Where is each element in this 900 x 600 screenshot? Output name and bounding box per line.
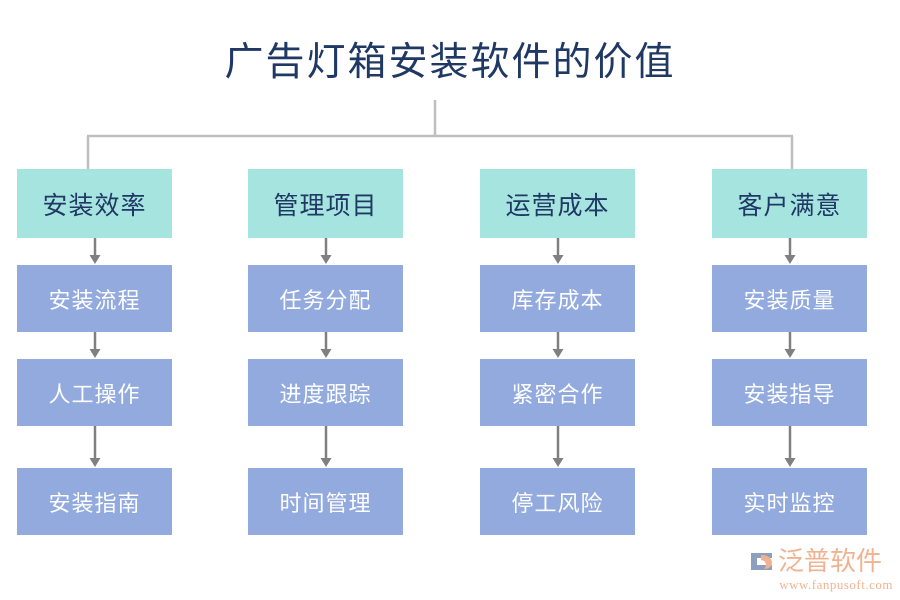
item-box[interactable]: 时间管理 xyxy=(248,468,403,535)
arrow-connector xyxy=(480,332,635,359)
item-box[interactable]: 停工风险 xyxy=(480,468,635,535)
arrow-connector xyxy=(480,426,635,468)
column-operating-cost: 运营成本 库存成本 紧密合作 停工风险 xyxy=(480,169,635,535)
arrow-connector xyxy=(17,426,172,468)
item-box[interactable]: 紧密合作 xyxy=(480,359,635,426)
arrow-connector xyxy=(17,332,172,359)
column-manage-project: 管理项目 任务分配 进度跟踪 时间管理 xyxy=(248,169,403,535)
item-box[interactable]: 安装流程 xyxy=(17,265,172,332)
item-box[interactable]: 实时监控 xyxy=(712,468,867,535)
column-header-box[interactable]: 客户满意 xyxy=(712,169,867,238)
item-box[interactable]: 进度跟踪 xyxy=(248,359,403,426)
column-install-efficiency: 安装效率 安装流程 人工操作 安装指南 xyxy=(17,169,172,535)
item-box[interactable]: 安装指南 xyxy=(17,468,172,535)
page-title: 广告灯箱安装软件的价值 xyxy=(224,41,676,84)
logo-row: 泛普软件 xyxy=(748,546,893,576)
item-box[interactable]: 库存成本 xyxy=(480,265,635,332)
column-header-box[interactable]: 管理项目 xyxy=(248,169,403,238)
column-header-box[interactable]: 运营成本 xyxy=(480,169,635,238)
logo-url: www.fanpusoft.com xyxy=(779,577,893,592)
column-customer-satisfaction: 客户满意 安装质量 安装指导 实时监控 xyxy=(712,169,867,535)
watermark-logo: 泛普软件 www.fanpusoft.com xyxy=(748,546,893,592)
arrow-connector xyxy=(480,238,635,265)
item-box[interactable]: 人工操作 xyxy=(17,359,172,426)
column-header-box[interactable]: 安装效率 xyxy=(17,169,172,238)
item-box[interactable]: 安装指导 xyxy=(712,359,867,426)
arrow-connector xyxy=(17,238,172,265)
item-box[interactable]: 任务分配 xyxy=(248,265,403,332)
arrow-connector xyxy=(248,426,403,468)
logo-wordmark: 泛普软件 xyxy=(778,546,883,576)
arrow-connector xyxy=(712,426,867,468)
arrow-connector xyxy=(248,332,403,359)
arrow-connector xyxy=(712,238,867,265)
item-box[interactable]: 安装质量 xyxy=(712,265,867,332)
fanpu-logo-icon xyxy=(748,548,775,575)
arrow-connector xyxy=(712,332,867,359)
arrow-connector xyxy=(248,238,403,265)
